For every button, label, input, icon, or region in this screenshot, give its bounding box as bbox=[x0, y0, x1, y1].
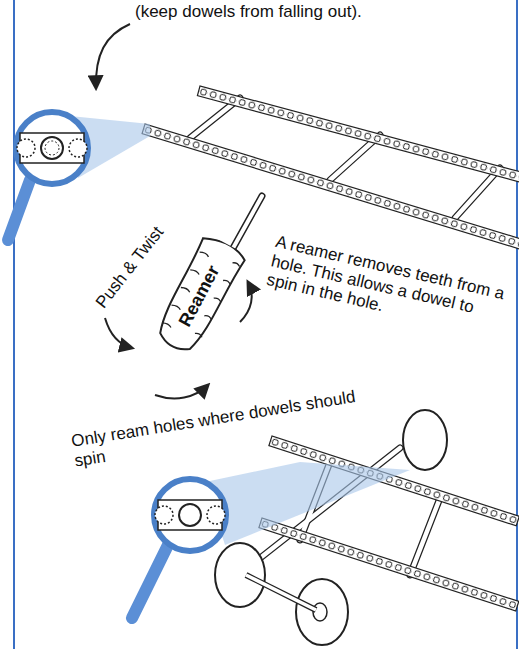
reamer-tool: Reamer bbox=[147, 231, 252, 361]
reamer-shaft bbox=[232, 196, 262, 250]
reamer-shaft bbox=[232, 196, 262, 250]
magnifier bbox=[132, 462, 410, 618]
note-text: (keep dowels from falling out). bbox=[135, 2, 515, 22]
top-chassis bbox=[142, 86, 519, 251]
twist-arrow bbox=[240, 282, 252, 322]
pointer-arrow bbox=[96, 24, 130, 88]
twist-arrow bbox=[105, 318, 132, 348]
page-border bbox=[516, 0, 518, 649]
page-border bbox=[13, 0, 15, 649]
twist-arrow bbox=[155, 385, 208, 398]
magnifier bbox=[8, 112, 150, 240]
explanation-text: A reamer removes teeth from a hole. This… bbox=[265, 232, 512, 343]
